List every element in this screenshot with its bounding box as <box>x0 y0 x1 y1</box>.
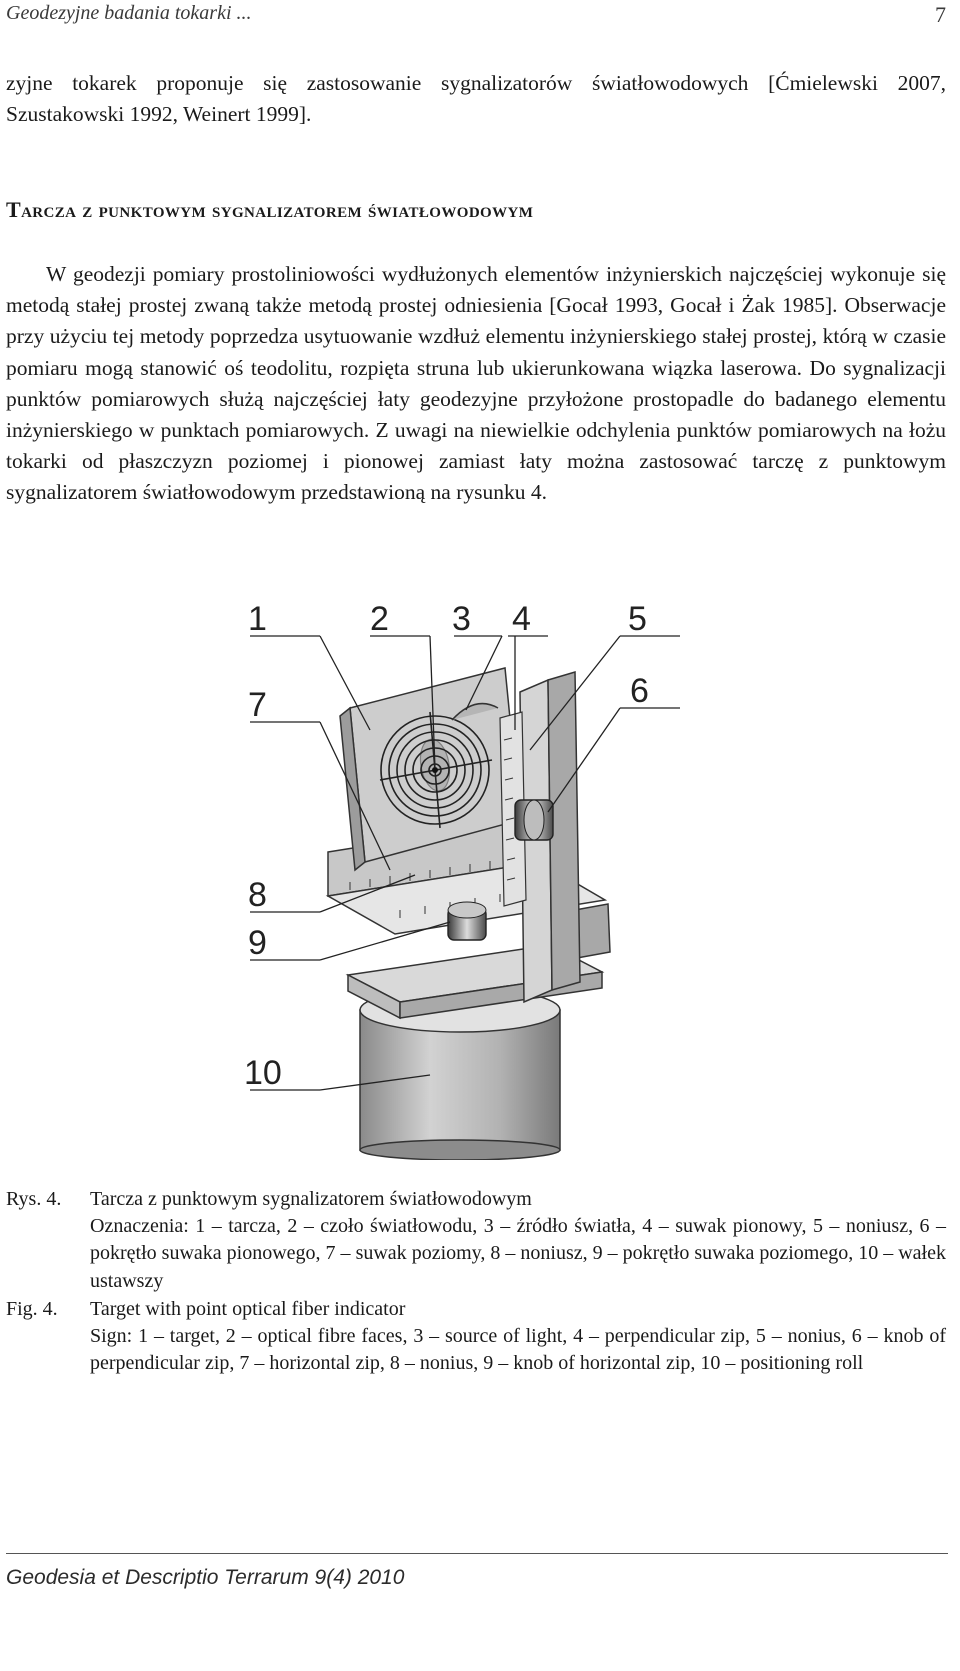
positioning-roll <box>359 987 561 1160</box>
caption-english-label: Fig. 4. <box>6 1298 58 1320</box>
callout-4: 4 <box>512 600 531 638</box>
caption-english-text: Target with point optical fiber indicato… <box>90 1296 946 1378</box>
caption-polish-text: Tarcza z punktowym sygnalizatorem światł… <box>90 1186 946 1295</box>
callout-10: 10 <box>244 1054 282 1092</box>
fibre-face-dot <box>432 767 438 773</box>
section-body-paragraph: W geodezji pomiary prostoliniowości wydł… <box>6 262 946 505</box>
callout-1: 1 <box>248 600 267 638</box>
callout-6: 6 <box>630 672 649 710</box>
callout-7: 7 <box>248 686 267 724</box>
caption-english-legend: Sign: 1 – target, 2 – optical fibre face… <box>90 1325 946 1375</box>
page-number: 7 <box>935 2 946 27</box>
callout-8: 8 <box>248 876 267 914</box>
vertical-slider <box>499 671 581 1004</box>
journal-footer: Geodesia et Descriptio Terrarum 9(4) 201… <box>6 1566 405 1589</box>
running-header: Geodezyjne badania tokarki ... 7 <box>6 2 946 32</box>
leader-lines <box>250 635 680 1091</box>
callout-3: 3 <box>452 600 471 638</box>
continuation-paragraph: zyjne tokarek proponuje się zastosowanie… <box>6 71 946 127</box>
callout-5: 5 <box>628 600 647 638</box>
caption-polish-legend: Oznaczenia: 1 – tarcza, 2 – czoło światł… <box>90 1215 946 1292</box>
caption-polish-title: Tarcza z punktowym sygnalizatorem światł… <box>90 1188 532 1210</box>
callout-2: 2 <box>370 600 389 638</box>
footer-divider <box>6 1553 948 1554</box>
horizontal-knob <box>447 901 487 941</box>
device-illustration: 1 2 3 4 5 6 7 8 9 10 <box>244 600 680 1160</box>
figure-4: 1 2 3 4 5 6 7 8 9 10 <box>230 600 710 1160</box>
callout-9: 9 <box>248 924 267 962</box>
caption-polish-label: Rys. 4. <box>6 1188 62 1210</box>
vertical-knob <box>514 799 554 841</box>
light-source <box>451 702 499 721</box>
section-heading: Tarcza z punktowym sygnalizatorem światł… <box>6 197 534 222</box>
caption-english-title: Target with point optical fiber indicato… <box>90 1298 406 1320</box>
running-title: Geodezyjne badania tokarki ... <box>6 2 252 24</box>
